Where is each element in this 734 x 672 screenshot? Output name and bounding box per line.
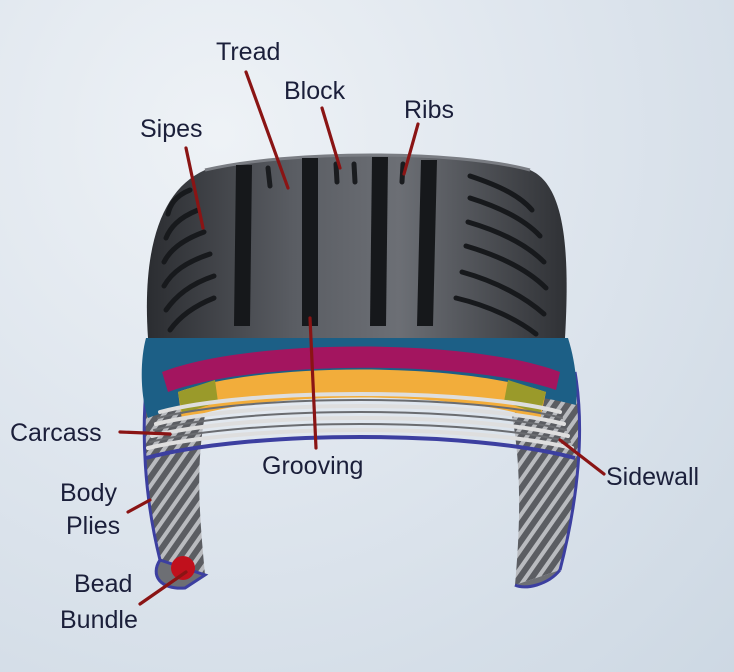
body-plies-leader (126, 498, 152, 514)
leader-lines (118, 70, 606, 606)
tread-grooves (234, 157, 437, 326)
label-body-plies-line2: Plies (66, 512, 120, 540)
inner-liner (145, 435, 576, 460)
block-leader (320, 106, 342, 170)
label-carcass: Carcass (10, 419, 102, 447)
tread-leader (244, 70, 290, 190)
label-bead-bundle-line1: Bead (74, 570, 132, 598)
ribs-leader (402, 122, 420, 176)
label-sipes: Sipes (140, 115, 203, 143)
sipes-right-shoulder (453, 173, 549, 337)
label-ribs: Ribs (404, 96, 454, 124)
sidewall-leader (558, 438, 606, 476)
tread-crown (146, 153, 567, 338)
label-grooving: Grooving (262, 452, 363, 480)
label-bead-bundle-line2: Bundle (60, 606, 138, 634)
tread-block-notches (265, 161, 406, 189)
label-sidewall: Sidewall (606, 463, 699, 491)
label-tread: Tread (216, 38, 280, 66)
sipes-left-shoulder (161, 187, 217, 333)
belt-magenta (162, 346, 560, 392)
label-block: Block (284, 77, 346, 105)
carcass-layers (146, 392, 574, 450)
label-body-plies-line1: Body (60, 479, 117, 507)
carcass-leader (118, 430, 172, 436)
grooving-leader (308, 316, 318, 450)
bead-bundle-leader (138, 570, 188, 606)
sipes-leader (184, 146, 205, 230)
